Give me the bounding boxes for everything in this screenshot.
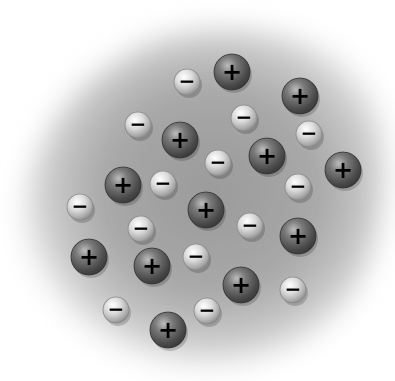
plus-sign-icon: + [257,142,277,170]
plus-sign-icon: + [231,271,251,299]
plus-sign-icon: + [113,171,133,199]
minus-sign-icon: − [133,216,150,240]
plus-sign-icon: + [288,222,308,250]
plus-sign-icon: + [79,243,99,271]
plus-sign-icon: + [170,126,190,154]
minus-sign-icon: − [301,121,318,145]
minus-sign-icon: − [285,277,302,301]
minus-sign-icon: − [130,112,147,136]
plus-sign-icon: + [196,196,216,224]
plus-sign-icon: + [222,58,242,86]
minus-sign-icon: − [155,171,172,195]
minus-sign-icon: − [290,174,307,198]
plus-sign-icon: + [333,156,353,184]
minus-sign-icon: − [179,69,196,93]
minus-sign-icon: − [108,297,125,321]
minus-sign-icon: − [199,298,216,322]
plus-sign-icon: + [158,316,178,344]
plus-sign-icon: + [290,82,310,110]
plus-sign-icon: + [142,252,162,280]
minus-sign-icon: − [188,244,205,268]
minus-sign-icon: − [72,194,89,218]
minus-sign-icon: − [242,213,259,237]
minus-sign-icon: − [236,105,253,129]
minus-sign-icon: − [210,150,227,174]
